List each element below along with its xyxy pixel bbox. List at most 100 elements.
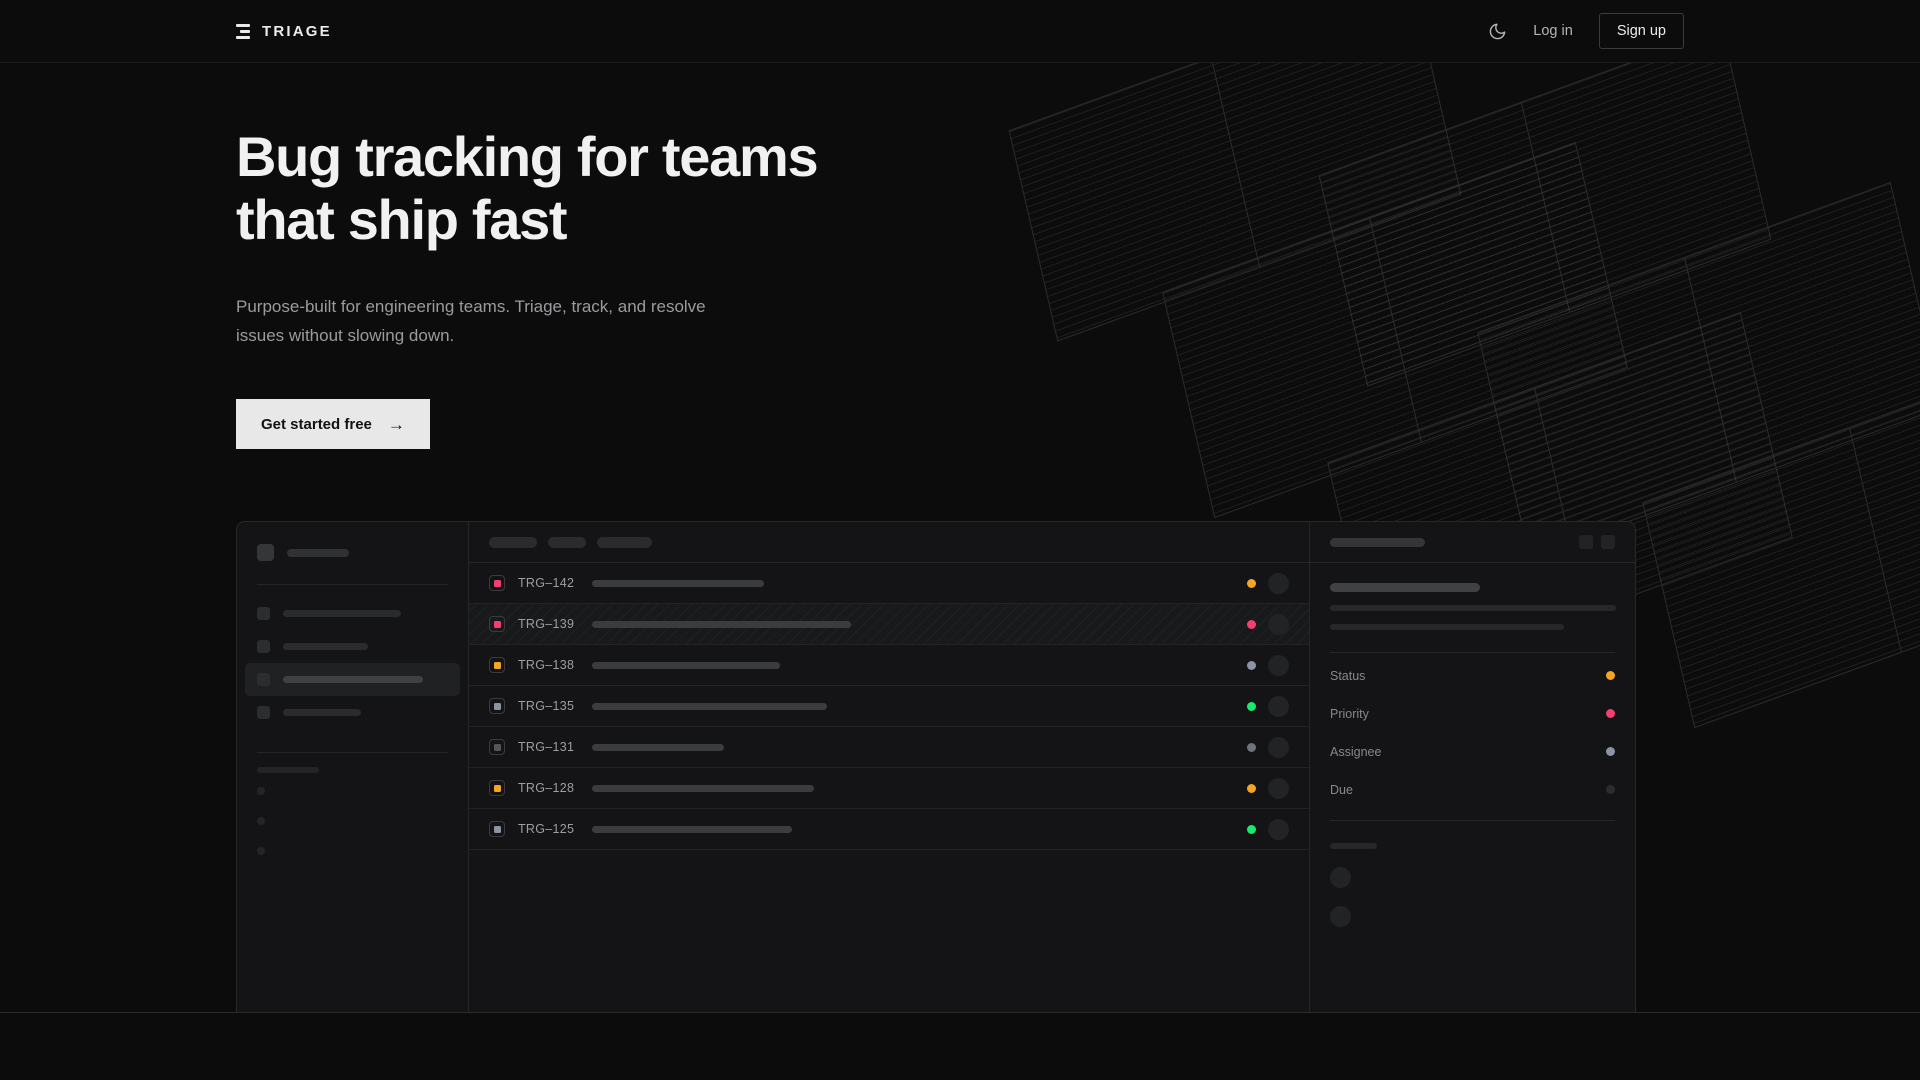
sidebar-item-label-placeholder: [283, 676, 423, 683]
detail-activity-avatar-0[interactable]: [1330, 867, 1351, 888]
filter-chip-1[interactable]: [548, 536, 586, 548]
detail-header-actions: [1579, 535, 1615, 549]
sidebar-item-label-placeholder: [283, 643, 368, 650]
issue-assignee-avatar[interactable]: [1268, 736, 1289, 758]
detail-field-value-dot: [1606, 671, 1615, 680]
issue-type-badge-icon: [489, 657, 505, 673]
issue-assignee-avatar[interactable]: [1268, 818, 1289, 840]
app-sidebar: [237, 522, 469, 1012]
signup-button[interactable]: Sign up: [1598, 13, 1684, 49]
sidebar-item-2[interactable]: [245, 663, 460, 696]
detail-field-status[interactable]: Status: [1330, 660, 1615, 691]
sidebar-section-label-placeholder: [257, 767, 319, 773]
issue-assignee-avatar[interactable]: [1268, 777, 1289, 799]
detail-separator-2: [1330, 820, 1615, 821]
sidebar-item-1[interactable]: [245, 630, 460, 663]
issue-row[interactable]: TRG–131: [469, 727, 1309, 768]
issue-title-placeholder: [592, 702, 827, 710]
issue-row-meta: [1247, 818, 1289, 840]
detail-field-label: Priority: [1330, 706, 1369, 721]
issue-type-badge-icon: [489, 698, 505, 714]
issue-row[interactable]: TRG–138: [469, 645, 1309, 686]
arrow-right-icon: →: [387, 414, 405, 434]
issue-title-placeholder: [592, 743, 724, 751]
issue-id: TRG–131: [518, 740, 575, 754]
issue-assignee-avatar[interactable]: [1268, 695, 1289, 717]
detail-field-label: Due: [1330, 782, 1353, 797]
header-actions: Log in Sign up: [1488, 13, 1684, 49]
brand-logo[interactable]: TRIAGE: [236, 23, 332, 40]
detail-activity-avatar-1[interactable]: [1330, 906, 1351, 927]
filter-chip-2[interactable]: [597, 536, 652, 548]
sidebar-sub-items: [237, 773, 468, 855]
issue-type-badge-icon: [489, 780, 505, 796]
issue-row[interactable]: TRG–139: [469, 604, 1309, 645]
sidebar-sub-item-0[interactable]: [257, 787, 265, 795]
detail-title-placeholder: [1330, 537, 1425, 547]
page-bottom-rule: [0, 1012, 1920, 1013]
sidebar-item-icon: [257, 706, 270, 719]
detail-field-due[interactable]: Due: [1330, 774, 1615, 805]
issue-assignee-avatar[interactable]: [1268, 613, 1289, 635]
detail-field-assignee[interactable]: Assignee: [1330, 736, 1615, 767]
detail-issue-title-placeholder: [1330, 583, 1480, 592]
issue-type-badge-icon: [489, 739, 505, 755]
detail-description-line: [1330, 624, 1564, 630]
workspace-logo-icon: [257, 544, 274, 561]
stacked-bars-logo-icon: [236, 23, 250, 39]
detail-activity-avatars: [1330, 867, 1615, 927]
sidebar-item-3[interactable]: [245, 696, 460, 729]
detail-header: [1310, 522, 1635, 563]
issue-row-meta: [1247, 695, 1289, 717]
issue-type-badge-icon: [489, 821, 505, 837]
issue-row[interactable]: TRG–128: [469, 768, 1309, 809]
sidebar-sub-item-1[interactable]: [257, 817, 265, 825]
deco-panel: [1642, 351, 1920, 729]
hero-headline: Bug tracking for teams that ship fast: [236, 125, 819, 252]
hero-section: Bug tracking for teams that ship fast Pu…: [236, 125, 916, 450]
issue-id: TRG–125: [518, 822, 575, 836]
issue-row-meta: [1247, 654, 1289, 676]
workspace-name-placeholder: [287, 548, 349, 557]
sidebar-sub-item-2[interactable]: [257, 847, 265, 855]
issue-status-dot: [1247, 660, 1256, 670]
issue-status-dot: [1247, 824, 1256, 834]
issue-row[interactable]: TRG–142: [469, 563, 1309, 604]
issue-id: TRG–135: [518, 699, 575, 713]
detail-field-value-dot: [1606, 709, 1615, 718]
sidebar-item-icon: [257, 673, 270, 686]
detail-field-priority[interactable]: Priority: [1330, 698, 1615, 729]
brand-name: TRIAGE: [262, 22, 332, 40]
detail-separator: [1330, 652, 1615, 653]
issue-row[interactable]: TRG–135: [469, 686, 1309, 727]
get-started-button[interactable]: Get started free →: [236, 399, 430, 450]
issue-title-placeholder: [592, 784, 814, 792]
detail-activity-label-placeholder: [1330, 843, 1377, 849]
deco-panel: [1318, 28, 1772, 387]
issue-assignee-avatar[interactable]: [1268, 654, 1289, 676]
issue-type-badge-icon: [489, 616, 505, 632]
sidebar-item-0[interactable]: [245, 597, 460, 630]
issue-id: TRG–138: [518, 658, 575, 672]
issue-status-dot: [1247, 578, 1256, 588]
moon-icon[interactable]: [1488, 22, 1507, 41]
sidebar-workspace[interactable]: [237, 522, 468, 561]
issue-title-placeholder: [592, 579, 764, 587]
detail-action-button-0[interactable]: [1579, 535, 1593, 549]
issue-assignee-avatar[interactable]: [1268, 572, 1289, 594]
issue-id: TRG–139: [518, 617, 575, 631]
detail-action-button-1[interactable]: [1601, 535, 1615, 549]
sidebar-nav: [237, 585, 468, 729]
issue-row-meta: [1247, 572, 1289, 594]
issue-row[interactable]: TRG–125: [469, 809, 1309, 850]
issue-status-dot: [1247, 701, 1256, 711]
issue-title-placeholder: [592, 661, 780, 669]
detail-field-label: Assignee: [1330, 744, 1382, 759]
filter-chip-0[interactable]: [489, 536, 537, 548]
login-link[interactable]: Log in: [1533, 23, 1573, 39]
